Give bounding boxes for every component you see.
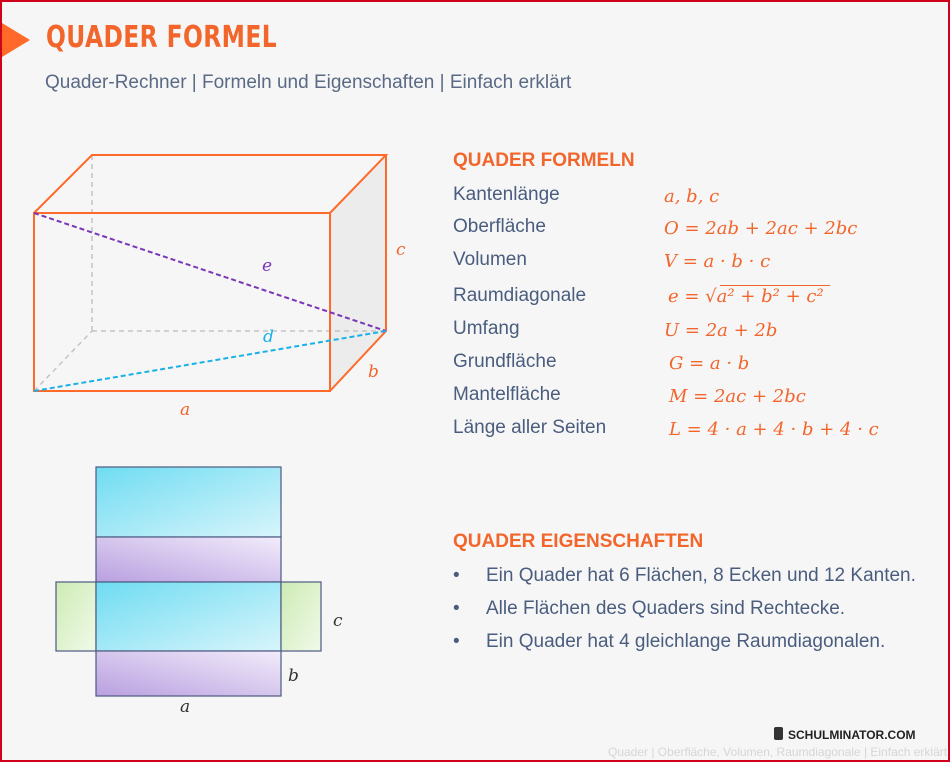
property-item: • Alle Flächen des Quaders sind Rechtecke… — [453, 598, 845, 620]
label-b: b — [368, 362, 379, 382]
formula-label: Länge aller Seiten — [453, 417, 607, 438]
title-arrow-icon — [2, 23, 30, 57]
properties-heading: QUADER EIGENSCHAFTEN — [453, 531, 704, 552]
formula-expression: L = 4 · a + 4 · b + 4 · c — [669, 419, 879, 440]
page-subtitle: Quader-Rechner | Formeln und Eigenschaft… — [45, 72, 572, 93]
net-label-c: c — [333, 611, 343, 631]
cuboid-top-edges — [33, 154, 389, 214]
label-d: d — [263, 327, 274, 347]
formula-label: Kantenlänge — [453, 184, 560, 205]
net-label-b: b — [288, 666, 299, 686]
formula-label: Grundfläche — [453, 351, 557, 372]
cuboid-front-face — [33, 212, 331, 392]
formula-expression: V = a · b · c — [664, 251, 771, 272]
bullet-icon: • — [453, 631, 460, 652]
face-diagonal-d — [33, 330, 387, 392]
label-c: c — [396, 240, 406, 260]
property-item: • Ein Quader hat 4 gleichlange Raumdiagon… — [453, 631, 885, 653]
formula-label: Raumdiagonale — [453, 285, 587, 306]
watermark: Quader | Oberfläche, Volumen, Raumdiagon… — [608, 745, 948, 759]
net-face-front — [95, 650, 282, 697]
formula-label: Mantelfläche — [453, 384, 561, 405]
space-diagonal-e — [33, 212, 387, 332]
bullet-icon: • — [453, 598, 460, 619]
property-text: Alle Flächen des Quaders sind Rechtecke. — [486, 598, 846, 619]
logo-icon — [774, 727, 783, 740]
hidden-edge — [33, 330, 93, 392]
property-text: Ein Quader hat 6 Flächen, 8 Ecken und 12… — [486, 565, 916, 586]
formula-expression: O = 2ab + 2ac + 2bc — [664, 218, 858, 239]
net-face-right — [280, 581, 322, 652]
formula-expression: U = 2a + 2b — [664, 320, 778, 341]
logo: SCHULMINATOR.COM — [788, 728, 916, 742]
net-face-bottom — [95, 581, 282, 652]
cuboid-net — [55, 466, 322, 697]
net-face-top — [95, 466, 282, 538]
formula-label: Oberfläche — [453, 216, 546, 237]
cuboid-side-face — [330, 155, 386, 391]
cuboid-diagram: e d c b a — [33, 154, 406, 420]
bullet-icon: • — [453, 565, 460, 586]
formulas-heading: QUADER FORMELN — [453, 150, 635, 171]
formula-expression: a, b, c — [664, 186, 720, 207]
sqrt-bar — [720, 285, 830, 286]
property-item: • Ein Quader hat 6 Flächen, 8 Ecken und 1… — [453, 565, 916, 587]
label-e: e — [262, 256, 272, 276]
label-a: a — [180, 400, 190, 420]
page-title: QUADER FORMEL — [46, 20, 278, 55]
formula-label: Volumen — [453, 249, 527, 270]
net-label-a: a — [180, 697, 190, 717]
formula-expression: M = 2ac + 2bc — [669, 386, 806, 407]
net-face-back — [95, 536, 282, 583]
formula-expression: G = a · b — [669, 353, 750, 374]
property-text: Ein Quader hat 4 gleichlange Raumdiagona… — [486, 631, 886, 652]
formula-expression: e = √a² + b² + c² — [668, 286, 824, 307]
net-face-left — [55, 581, 97, 652]
formula-label: Umfang — [453, 318, 520, 339]
